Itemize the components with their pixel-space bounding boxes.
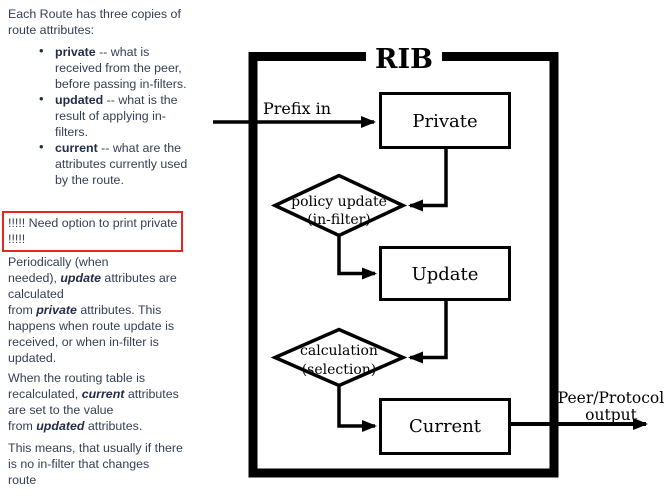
paragraph-recalculated: When the routing table is recalculated, … — [8, 370, 179, 434]
rib-title: RIB — [375, 44, 433, 75]
peer-output-label-1: Peer/Protocol — [558, 389, 664, 407]
intro-line-1: Each Route has three copies of — [8, 7, 181, 21]
paragraph-this-means: This means, that usually if there is no … — [8, 440, 183, 488]
intro-line-2: route attributes: — [8, 23, 95, 37]
paragraph-periodically: Periodically (when needed), update attri… — [8, 254, 177, 366]
para-line: happens when route update is — [8, 319, 175, 333]
term-updated-rest: -- what is the — [103, 93, 178, 107]
term-private-rest: -- what is — [95, 45, 150, 59]
para-line: from updated attributes. — [8, 418, 179, 434]
calculation-to-current-connector — [337, 385, 377, 432]
alert-line-1: !!!!! Need option to print private — [8, 216, 178, 230]
calculation-diamond — [270, 327, 408, 388]
bullet-line: attributes currently used — [55, 157, 188, 171]
term-updated: updated — [55, 93, 104, 107]
calculation-diamond-label-2: (selection) — [302, 362, 377, 378]
term-private: private — [55, 45, 96, 59]
emphasis-updated: updated — [36, 419, 85, 433]
attribute-bullet-list: • private -- what is received from the p… — [8, 43, 188, 188]
text-segment: attributes — [124, 387, 179, 401]
update-box-label: Update — [412, 264, 479, 285]
para-line: calculated — [8, 287, 64, 301]
text-segment: from — [8, 419, 37, 433]
private-box — [379, 92, 511, 149]
private-to-policy-connector — [408, 148, 448, 212]
para-line: are set to the value — [8, 403, 114, 417]
current-box-label: Current — [409, 416, 482, 437]
current-box — [379, 398, 511, 455]
text-segment: attributes are — [100, 271, 177, 285]
para-line: updated. — [8, 351, 57, 365]
term-current-rest: -- what are the — [97, 141, 182, 155]
emphasis-private: private — [36, 303, 77, 317]
text-segment: attributes. This — [76, 303, 162, 317]
policy-to-update-connector — [337, 235, 377, 280]
bullet-icon: • — [39, 91, 44, 106]
list-item-updated: • updated -- what is the result of apply… — [8, 91, 187, 140]
bullet-line: by the route. — [55, 173, 124, 187]
private-box-label: Private — [412, 111, 477, 132]
bullet-line: result of applying in- — [55, 109, 166, 123]
emphasis-update: update — [60, 271, 101, 285]
para-line: needed), update attributes are — [8, 270, 177, 286]
para-line: When the routing table is — [8, 371, 146, 385]
policy-diamond-label-1: policy update — [291, 194, 387, 210]
para-line: from private attributes. This — [8, 302, 177, 318]
bullet-icon: • — [39, 139, 44, 154]
bullet-line: before passing in-filters. — [55, 77, 187, 91]
alert-line-2: !!!!! — [8, 232, 26, 246]
para-line: is no in-filter that changes — [8, 457, 150, 471]
update-to-calculation-connector — [408, 300, 448, 364]
para-line: This means, that usually if there — [8, 441, 183, 455]
text-segment: attributes. — [84, 419, 143, 433]
alert-note-box: !!!!! Need option to print private !!!!! — [2, 211, 184, 252]
calculation-diamond-label-1: calculation — [300, 343, 378, 359]
para-line: received, or when in-filter is — [8, 335, 159, 349]
update-box — [379, 246, 511, 301]
bullet-line: filters. — [55, 125, 89, 139]
prefix-in-label: Prefix in — [263, 99, 331, 118]
para-line: route — [8, 473, 37, 487]
bullet-icon: • — [39, 43, 44, 58]
peer-output-label-2: output — [585, 406, 637, 424]
para-line: recalculated, current attributes — [8, 386, 179, 402]
text-segment: from — [8, 303, 37, 317]
list-item-current: • current -- what are the attributes cur… — [8, 139, 188, 188]
policy-update-diamond — [270, 173, 408, 238]
text-segment: recalculated, — [8, 387, 82, 401]
text-segment: needed), — [8, 271, 61, 285]
title-gap — [366, 48, 442, 70]
policy-diamond-label-2: (in-filter) — [307, 212, 371, 228]
bullet-line: received from the peer, — [55, 61, 182, 75]
para-line: Periodically (when — [8, 255, 109, 269]
emphasis-current: current — [81, 387, 125, 401]
term-current: current — [55, 141, 98, 155]
list-item-private: • private -- what is received from the p… — [8, 43, 187, 92]
intro-paragraph: Each Route has three copies of route att… — [8, 6, 181, 38]
